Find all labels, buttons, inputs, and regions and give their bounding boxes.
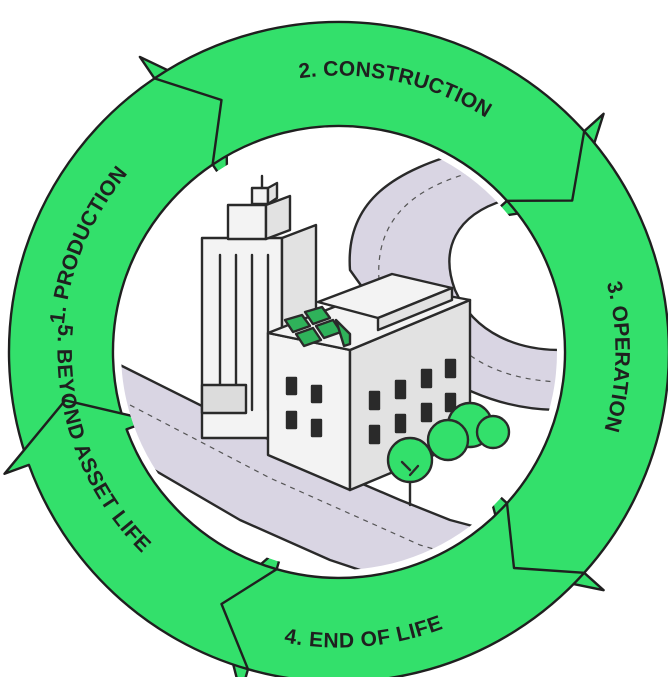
stage-arrow-1 (7, 55, 229, 467)
solar-panels (283, 305, 352, 348)
trees (386, 401, 511, 507)
cycle-ring (3, 20, 668, 677)
stage-arrow-5 (3, 399, 278, 671)
stage-arrow-4 (215, 502, 586, 677)
stage-arrow-3 (486, 130, 668, 592)
city-illustration (121, 134, 557, 570)
